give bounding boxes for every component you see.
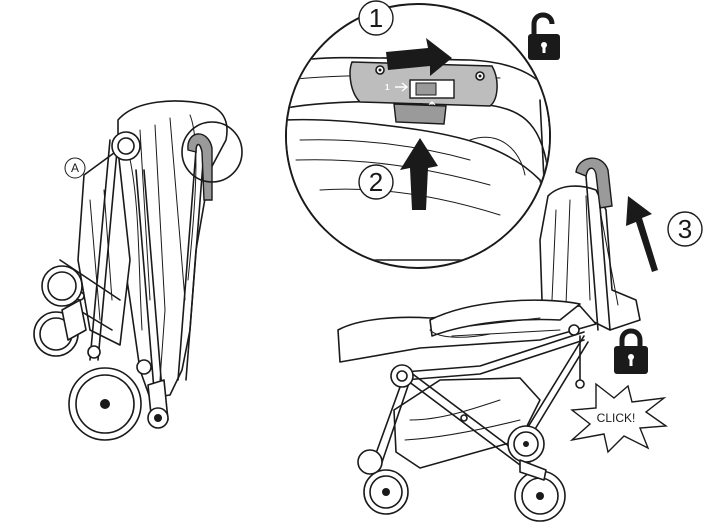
folded-stroller — [33, 100, 243, 441]
step-1-marker: 1 — [358, 0, 394, 36]
svg-text:CLICK!: CLICK! — [597, 411, 636, 425]
svg-text:1: 1 — [385, 83, 390, 92]
slide-right-arrow — [386, 38, 452, 76]
svg-text:1: 1 — [369, 3, 383, 33]
locked-padlock-icon — [614, 328, 648, 374]
lift-up-arrow — [626, 196, 658, 272]
svg-text:A: A — [71, 161, 79, 175]
step-2-marker: 2 — [358, 164, 394, 200]
svg-text:2: 2 — [369, 167, 383, 197]
latch-detail-zoom: 1 2 — [285, 3, 551, 269]
step-3-marker: 3 — [667, 211, 703, 247]
svg-text:3: 3 — [678, 214, 692, 244]
figure-label-a: A — [64, 157, 86, 179]
unlocked-padlock-icon — [528, 12, 560, 60]
push-up-arrow — [400, 138, 438, 210]
click-burst: CLICK! — [569, 382, 669, 454]
unfolded-stroller — [337, 157, 641, 522]
